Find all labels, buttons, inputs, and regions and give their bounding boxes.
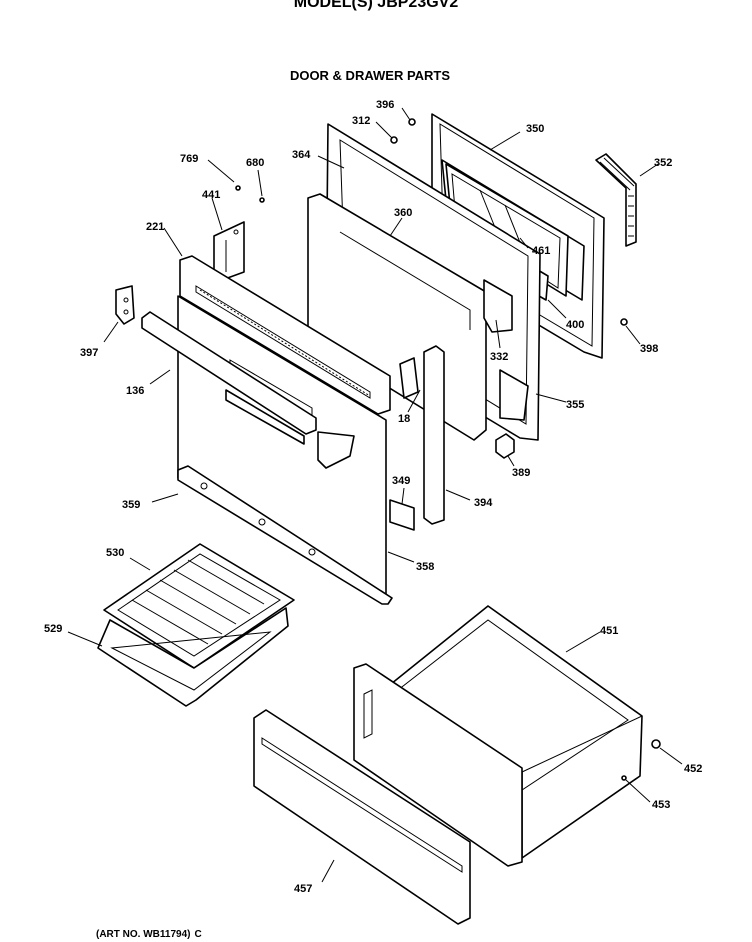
callout-350: 350 xyxy=(526,123,544,135)
callout-312: 312 xyxy=(352,115,370,127)
callout-461: 461 xyxy=(532,245,550,257)
callout-680: 680 xyxy=(246,157,264,169)
page-title: MODEL(S) JBP23GV2 xyxy=(293,0,459,11)
callout-441: 441 xyxy=(202,189,220,201)
callout-529: 529 xyxy=(44,623,62,635)
callout-18: 18 xyxy=(398,413,410,425)
art-number-label: (ART NO. WB11794) xyxy=(96,929,191,940)
fasteners xyxy=(235,118,661,781)
part-529-broiler-pan xyxy=(97,607,289,707)
part-397-hinge-bracket xyxy=(115,285,135,325)
callout-389: 389 xyxy=(512,467,530,479)
art-number: (ART NO. WB11794)C xyxy=(96,929,206,940)
callout-358: 358 xyxy=(416,561,434,573)
callout-451: 451 xyxy=(600,625,618,637)
callout-769: 769 xyxy=(180,153,198,165)
callout-332: 332 xyxy=(490,351,508,363)
callout-530: 530 xyxy=(106,547,124,559)
callout-364: 364 xyxy=(292,149,311,161)
callout-398: 398 xyxy=(640,343,658,355)
part-457-drawer-front xyxy=(253,709,471,925)
diagram-title: DOOR & DRAWER PARTS xyxy=(289,68,451,83)
callout-labels: 396 312 350 769 680 364 352 441 360 461 … xyxy=(44,99,702,895)
part-136-door-handle xyxy=(141,311,355,469)
leader-lines xyxy=(67,107,683,883)
callout-221: 221 xyxy=(146,221,164,233)
part-221-vent-trim xyxy=(179,255,391,415)
callout-452: 452 xyxy=(684,763,702,775)
art-number-revision: C xyxy=(194,929,202,940)
part-332-hinge-receiver xyxy=(483,279,529,421)
callout-400: 400 xyxy=(566,319,584,331)
callout-355: 355 xyxy=(566,399,584,411)
callout-352: 352 xyxy=(654,157,672,169)
part-drawer-side-panel xyxy=(353,663,523,867)
part-441-bracket xyxy=(213,221,245,281)
part-530-broiler-grid xyxy=(103,543,295,669)
callout-394: 394 xyxy=(474,497,493,509)
callout-453: 453 xyxy=(652,799,670,811)
callout-457: 457 xyxy=(294,883,312,895)
callout-349: 349 xyxy=(392,475,410,487)
part-389-bumper xyxy=(495,433,515,459)
callout-396: 396 xyxy=(376,99,394,111)
part-394-side-trim xyxy=(399,345,445,525)
callout-360: 360 xyxy=(394,207,412,219)
part-349-label xyxy=(389,499,415,531)
part-359-bottom-trim xyxy=(177,465,393,605)
callout-359: 359 xyxy=(122,499,140,511)
part-352-handle-trim xyxy=(595,153,637,247)
callout-397: 397 xyxy=(80,347,98,359)
callout-136: 136 xyxy=(126,385,144,397)
